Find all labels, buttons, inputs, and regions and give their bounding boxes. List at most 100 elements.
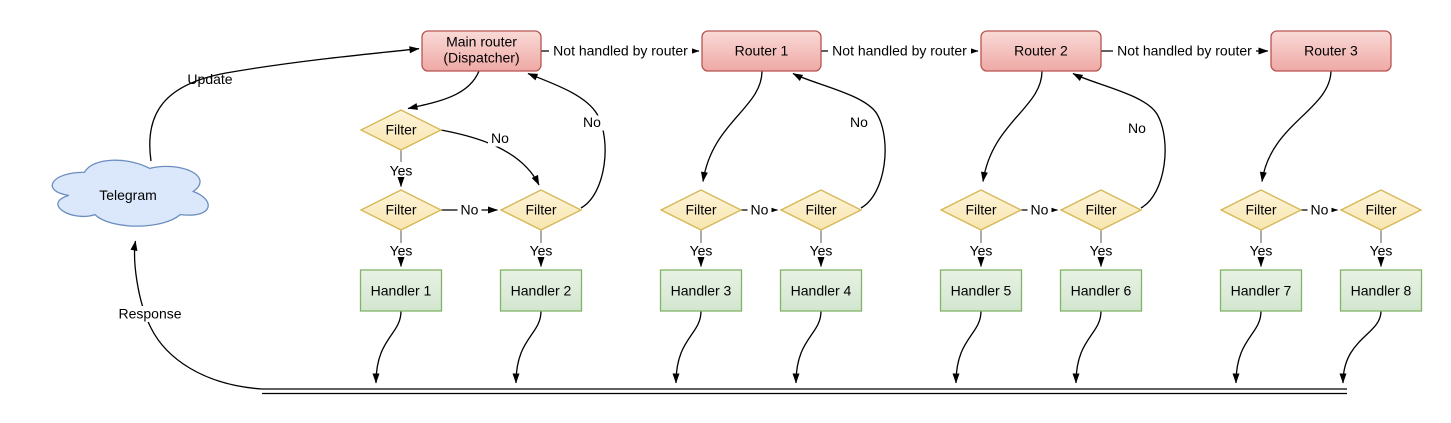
edge-handler6-to-bus — [1072, 310, 1102, 384]
response-edge-label: Response — [118, 306, 181, 322]
edge-handler3-to-bus — [672, 310, 702, 384]
main-router-node — [421, 30, 542, 72]
no-label-pair-router3: No — [1311, 202, 1329, 218]
handler7-label: Handler 7 — [1231, 283, 1292, 299]
telegram-label: Telegram — [99, 187, 157, 203]
filter2a-label: Filter — [685, 202, 716, 218]
yes-label-h5: Yes — [970, 243, 993, 259]
edge-handler1-to-bus — [372, 310, 402, 384]
handler6-label: Handler 6 — [1071, 283, 1132, 299]
update-edge-label: Update — [187, 71, 232, 87]
handler6-node — [1059, 269, 1143, 312]
router-nodes — [421, 30, 1392, 72]
not-handled-label-bg-1 — [549, 42, 692, 60]
no-label-loop-main: No — [583, 114, 601, 130]
edge-telegram-update — [149, 46, 420, 162]
edge-no-loop-to-router2 — [1072, 72, 1166, 209]
handler3-node — [659, 269, 743, 312]
no-label-filter0: No — [491, 130, 509, 146]
router3-node — [1270, 30, 1392, 72]
filter1a-diamond — [359, 189, 443, 231]
no-label-loop-router1: No — [850, 114, 868, 130]
no-label-loop-router2: No — [1128, 120, 1146, 136]
handler5-label: Handler 5 — [951, 283, 1012, 299]
handler8-node — [1339, 269, 1423, 312]
handler1-node — [359, 269, 443, 312]
edge-handler2-to-bus — [512, 310, 542, 384]
handler3-label: Handler 3 — [671, 283, 732, 299]
not-handled-label-1: Not handled by router — [553, 43, 688, 59]
edge-dispatcher-to-filter0 — [407, 70, 480, 110]
filter4a-diamond — [1219, 189, 1303, 231]
filter4a-label: Filter — [1245, 202, 1276, 218]
router2-node — [980, 30, 1102, 72]
no-label-bg-pair-router3 — [1307, 202, 1332, 218]
filter3a-diamond — [939, 189, 1023, 231]
handler2-label: Handler 2 — [511, 283, 572, 299]
not-handled-label-3: Not handled by router — [1117, 43, 1252, 59]
handler7-node — [1219, 269, 1303, 312]
yes-label-h4: Yes — [810, 243, 833, 259]
not-handled-label-2: Not handled by router — [832, 43, 967, 59]
no-label-bg-loop-router1 — [847, 115, 871, 131]
no-label-pair-router2: No — [1031, 202, 1049, 218]
filter0-label: Filter — [385, 122, 416, 138]
filter1b-label: Filter — [525, 202, 556, 218]
no-label-bg-pair-main — [457, 202, 482, 218]
edge-no-loop-to-main-router — [527, 72, 606, 209]
yes-label-h8: Yes — [1370, 243, 1393, 259]
edge-response-to-telegram — [130, 240, 263, 390]
handler1-label: Handler 1 — [371, 283, 432, 299]
router3-label: Router 3 — [1304, 43, 1358, 59]
edge-router2-to-filter — [980, 70, 1043, 182]
router2-label: Router 2 — [1014, 43, 1068, 59]
not-handled-label-bg-2 — [828, 42, 971, 60]
filter1a-label: Filter — [385, 202, 416, 218]
filter1b-diamond — [499, 189, 583, 231]
handler-nodes — [359, 269, 1423, 312]
yes-label-h1: Yes — [390, 243, 413, 259]
edge-handler4-to-bus — [792, 310, 822, 384]
edge-handler5-to-bus — [952, 310, 982, 384]
router1-label: Router 1 — [735, 43, 789, 59]
no-label-bg-pair-router2 — [1027, 202, 1052, 218]
main-router-label-line2: (Dispatcher) — [443, 50, 519, 66]
handler4-label: Handler 4 — [791, 283, 852, 299]
filter4b-diamond — [1339, 189, 1423, 231]
filter3b-diamond — [1059, 189, 1143, 231]
edges-layer — [130, 46, 1385, 395]
main-router-label-line1: Main router — [446, 34, 517, 50]
no-label-pair-router1: No — [751, 202, 769, 218]
filter2a-diamond — [659, 189, 743, 231]
telegram-cloud — [51, 159, 209, 227]
response-label-bg — [116, 306, 184, 322]
yes-label-h7: Yes — [1250, 243, 1273, 259]
no-label-bg-filter0 — [488, 131, 512, 147]
no-label-bg-loop-router2 — [1125, 121, 1149, 137]
handler5-node — [939, 269, 1023, 312]
yes-label-h6: Yes — [1090, 243, 1113, 259]
edge-router3-to-filter — [1259, 70, 1332, 182]
filter4b-label: Filter — [1365, 202, 1396, 218]
no-label-bg-loop-main — [580, 115, 604, 131]
yes-label-h2: Yes — [530, 243, 553, 259]
edge-router1-to-filter — [700, 70, 763, 182]
handler8-label: Handler 8 — [1351, 283, 1412, 299]
filter2b-label: Filter — [805, 202, 836, 218]
handler4-node — [779, 269, 863, 312]
filter2b-diamond — [779, 189, 863, 231]
yes-label-filter0: Yes — [390, 163, 413, 179]
no-label-bg-pair-router1 — [747, 202, 772, 218]
router1-node — [701, 30, 822, 72]
yes-stubs-layer — [400, 150, 1382, 243]
filter3b-label: Filter — [1085, 202, 1116, 218]
filter-nodes — [359, 109, 1423, 231]
yes-label-h3: Yes — [690, 243, 713, 259]
filter3a-label: Filter — [965, 202, 996, 218]
edge-handler8-to-bus — [1339, 310, 1382, 384]
not-handled-label-bg-3 — [1113, 42, 1256, 60]
handler2-node — [499, 269, 583, 312]
filter0-diamond — [359, 109, 443, 151]
